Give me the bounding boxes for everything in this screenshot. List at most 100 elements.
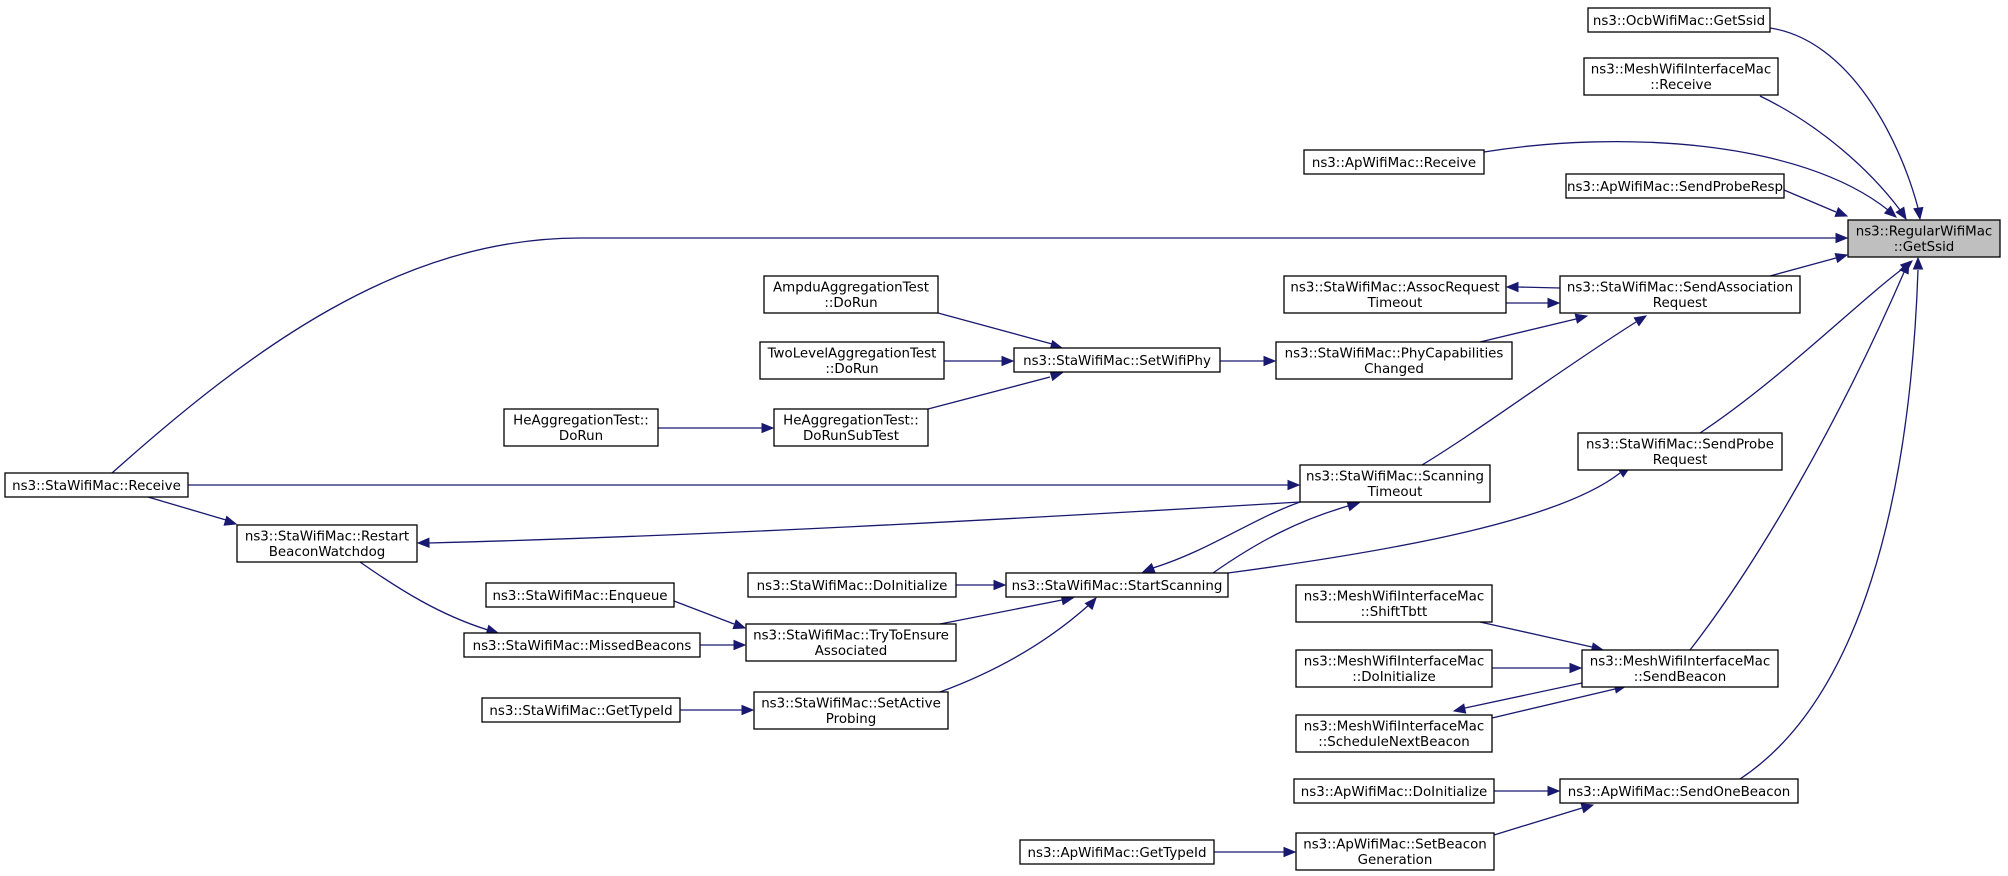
arrowhead (1913, 206, 1924, 221)
node-he-dorunsubtest[interactable]: HeAggregationTest::DoRunSubTest (773, 408, 929, 447)
node-label-line: Timeout (1367, 296, 1423, 311)
node-label-line: ns3::StaWifiMac::AssocRequest (1290, 281, 1499, 296)
arrowhead (1899, 260, 1910, 275)
arrowhead (1895, 206, 1907, 221)
node-label-line: ns3::StaWifiMac::SendAssociation (1567, 281, 1793, 296)
arrowhead (1084, 597, 1097, 611)
node-mesh-shifttbtt[interactable]: ns3::MeshWifiInterfaceMac::ShiftTbtt (1295, 584, 1493, 623)
arrowhead (1452, 703, 1467, 714)
node-label-line: ns3::StaWifiMac::TryToEnsure (753, 629, 949, 644)
edge-startscan-to-scantimeout (1212, 505, 1349, 574)
node-label-line: ns3::ApWifiMac::SendOneBeacon (1568, 785, 1791, 800)
node-label-line: ns3::StaWifiMac::Scanning (1306, 470, 1484, 485)
node-box (1583, 57, 1779, 96)
node-sta-startscanning[interactable]: ns3::StaWifiMac::StartScanning (1005, 572, 1229, 598)
node-box (1005, 572, 1229, 598)
node-sta-receive[interactable]: ns3::StaWifiMac::Receive (4, 472, 189, 498)
node-label-line: HeAggregationTest:: (513, 414, 649, 429)
node-label-line: ns3::StaWifiMac::GetTypeId (489, 704, 672, 719)
node-box (1275, 341, 1513, 380)
node-box (1295, 832, 1495, 871)
node-label-line: ::ScheduleNextBeacon (1318, 735, 1469, 750)
node-box (1299, 464, 1491, 503)
arrowhead (732, 619, 747, 630)
arrowhead (1283, 846, 1297, 858)
node-label-line: ns3::ApWifiMac::GetTypeId (1028, 846, 1207, 861)
arrowhead (733, 639, 747, 651)
node-sta-setwifiphy[interactable]: ns3::StaWifiMac::SetWifiPhy (1013, 347, 1221, 373)
node-mesh-sendbeacon[interactable]: ns3::MeshWifiInterfaceMac::SendBeacon (1581, 649, 1779, 688)
node-label-line: ns3::StaWifiMac::Receive (12, 479, 181, 494)
arrowhead (1834, 253, 1849, 264)
node-label-line: BeaconWatchdog (269, 545, 386, 560)
node-label-line: ::Receive (1650, 78, 1711, 93)
node-box (503, 408, 659, 447)
node-box (745, 623, 957, 662)
node-twolevel-dorun[interactable]: TwoLevelAggregationTest::DoRun (759, 341, 945, 380)
node-label-line: ns3::MeshWifiInterfaceMac (1590, 655, 1770, 670)
node-label-line: AmpduAggregationTest (773, 281, 929, 296)
node-label-line: ns3::ApWifiMac::DoInitialize (1301, 785, 1487, 800)
arrowhead (993, 579, 1007, 591)
node-sta-gettypeid[interactable]: ns3::StaWifiMac::GetTypeId (481, 697, 681, 723)
arrowhead (1835, 232, 1849, 244)
node-box (747, 572, 957, 598)
node-label-line: ns3::MeshWifiInterfaceMac (1304, 720, 1484, 735)
arrowhead (1287, 479, 1301, 491)
node-label-line: ::ShiftTbtt (1361, 605, 1428, 620)
node-root[interactable]: ns3::RegularWifiMac::GetSsid (1847, 219, 2001, 258)
edge-trytoensure-to-startscan (939, 599, 1063, 625)
node-box (1847, 219, 2001, 258)
edge-mesh-receive-to-root (1759, 95, 1901, 211)
node-label-line: ::SendBeacon (1634, 670, 1726, 685)
node-ap-receive[interactable]: ns3::ApWifiMac::Receive (1303, 149, 1485, 175)
node-label-line: ns3::RegularWifiMac (1856, 225, 1993, 240)
node-sta-missedbeacons[interactable]: ns3::StaWifiMac::MissedBeacons (463, 632, 701, 658)
edge-subtest-to-setwifiphy (927, 376, 1051, 410)
node-ampdu-dorun[interactable]: AmpduAggregationTest::DoRun (763, 275, 939, 314)
node-ap-doinitialize[interactable]: ns3::ApWifiMac::DoInitialize (1293, 778, 1495, 804)
node-ap-gettypeid[interactable]: ns3::ApWifiMac::GetTypeId (1019, 839, 1215, 865)
node-label-line: Probing (826, 712, 876, 727)
edge-sendbeacon-to-schedule (1464, 682, 1583, 709)
node-mesh-schedulenextbeacon[interactable]: ns3::MeshWifiInterfaceMac::ScheduleNextB… (1295, 714, 1493, 753)
arrowhead (1346, 501, 1361, 512)
node-label-line: Changed (1364, 362, 1424, 377)
node-he-dorun[interactable]: HeAggregationTest::DoRun (503, 408, 659, 447)
node-box (1013, 347, 1221, 373)
node-sta-doinitialize[interactable]: ns3::StaWifiMac::DoInitialize (747, 572, 957, 598)
arrowhead (1580, 803, 1595, 814)
edge-sta-receive-to-root (111, 237, 1836, 474)
node-ap-sendproberesp[interactable]: ns3::ApWifiMac::SendProbeResp (1565, 173, 1785, 199)
node-box (1295, 649, 1493, 688)
edge-startscan-to-sendprobe (1227, 472, 1621, 574)
edge-sendonebeacon-to-root (1739, 269, 1919, 780)
edge-scantimeout-to-startscan (1152, 501, 1301, 569)
arrowhead (1049, 371, 1064, 382)
node-mesh-doinitialize[interactable]: ns3::MeshWifiInterfaceMac::DoInitialize (1295, 649, 1493, 688)
node-label-line: Generation (1358, 853, 1433, 868)
node-ap-sendonebeacon[interactable]: ns3::ApWifiMac::SendOneBeacon (1559, 778, 1799, 804)
nodes-layer: ns3::RegularWifiMac::GetSsid ns3::OcbWifi… (4, 7, 2001, 871)
node-ocb-getssid[interactable]: ns3::OcbWifiMac::GetSsid (1587, 7, 1771, 33)
node-sta-enqueue[interactable]: ns3::StaWifiMac::Enqueue (485, 582, 675, 608)
node-box (1577, 432, 1783, 471)
edge-ap-receive-to-root (1483, 140, 1889, 211)
node-mesh-receive[interactable]: ns3::MeshWifiInterfaceMac::Receive (1583, 57, 1779, 96)
edge-sendbeacon-to-root (1689, 269, 1906, 651)
edge-activeprobe-to-startscan (939, 603, 1091, 693)
node-label-line: ns3::StaWifiMac::StartScanning (1012, 579, 1223, 594)
arrowhead (1263, 355, 1277, 367)
node-label-line: ns3::ApWifiMac::Receive (1312, 156, 1476, 171)
arrowhead (1912, 256, 1924, 270)
node-box (1587, 7, 1771, 33)
